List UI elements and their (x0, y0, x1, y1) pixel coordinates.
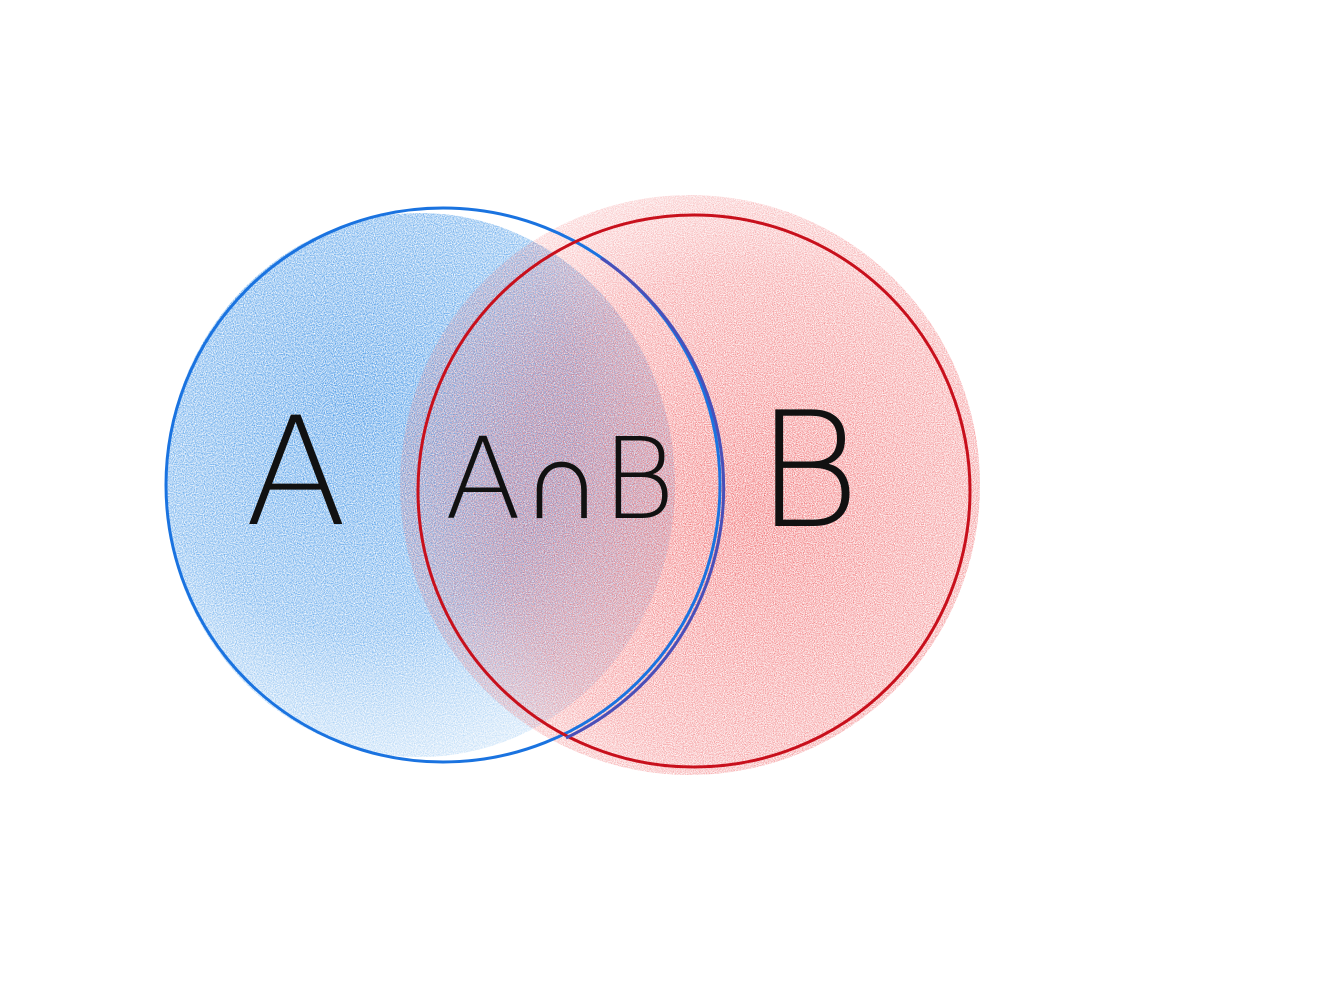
set-a-label: A (245, 386, 348, 560)
set-b-label: B (756, 377, 861, 564)
set-a-circle (164, 206, 722, 764)
intersection-label: A∩B (445, 415, 675, 545)
set-b-fill (400, 195, 980, 775)
set-a-arc-in-b (565, 256, 726, 740)
set-b-circle (416, 213, 972, 769)
